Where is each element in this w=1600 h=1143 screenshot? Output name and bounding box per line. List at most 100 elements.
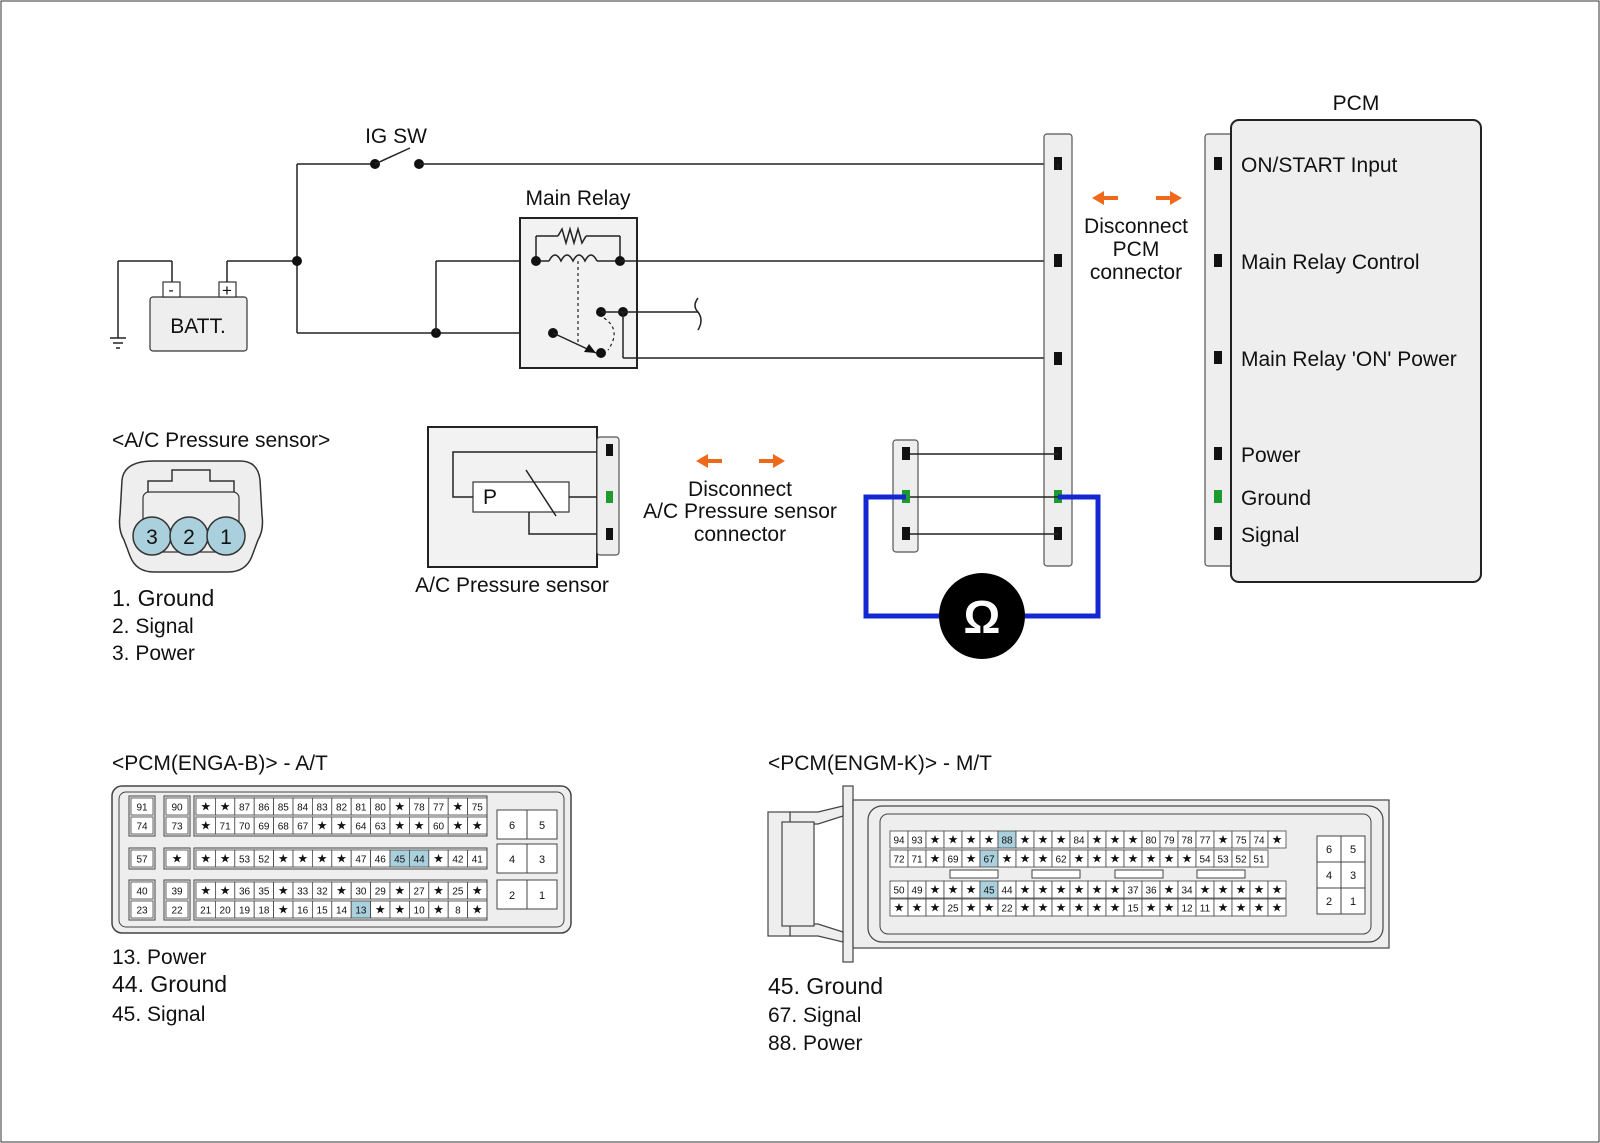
pcm-module [1230,119,1482,583]
pin-number: ★ [1128,852,1139,866]
ac-pin-number: 1 [220,526,232,549]
pin-number: ★ [1272,901,1283,915]
pin-number: ★ [472,903,483,917]
pin-number: 53 [1217,855,1229,866]
pin-cell [130,797,154,816]
pin-cell [130,849,154,868]
pin-number: ★ [336,819,347,833]
pin-number: 41 [472,855,484,866]
pcm-terminal [1214,254,1222,267]
pin-cell [1249,849,1269,868]
pin-number: ★ [1128,833,1139,847]
pcm-pin-label-5: Signal [1241,524,1299,547]
pin-number: ★ [453,800,464,814]
pin-number: 72 [893,855,905,866]
pin-number: 71 [220,822,232,833]
pin-block [128,847,156,870]
pin-number: ★ [894,901,905,915]
pin-number: ★ [1038,901,1049,915]
pcm-ab-legend-item: 45. Signal [112,1003,205,1026]
pin-number: ★ [1110,883,1121,897]
pin-number: ★ [1272,883,1283,897]
pin-number: ★ [433,852,444,866]
pin-number: 67 [297,822,309,833]
pin-number: 18 [258,906,270,917]
pin-number: ★ [1092,883,1103,897]
pin-number: 36 [239,887,251,898]
pin-number: ★ [394,800,405,814]
pin-number: 22 [1001,904,1013,915]
pin-number: 69 [947,855,959,866]
battery-minus-sign: - [168,282,173,299]
pin-number: 83 [317,803,329,814]
wire-break-symbol [694,297,702,331]
pin-number: ★ [220,884,231,898]
pin-number: ★ [984,833,995,847]
pin-cell [130,900,154,919]
pin-number: ★ [1254,883,1265,897]
pin-number: ★ [1110,833,1121,847]
pin-number: 94 [893,836,905,847]
ac-pin-number: 3 [146,526,158,549]
pin-number: 68 [278,822,290,833]
ac-pin-number: 2 [183,526,195,549]
latch-slot [1031,869,1081,879]
pin-number: 44 [414,855,426,866]
side-pin-cell [1316,861,1342,889]
power-circuit: - + BATT. IG SW Main Relay [110,125,1055,369]
pcm-pin-label-1: Main Relay Control [1241,251,1420,274]
pin-number: ★ [930,901,941,915]
ohmmeter [939,573,1025,659]
side-pin-cell [1316,887,1342,915]
pin-number: 27 [414,887,426,898]
pcm-mk-legend-item: 88. Power [768,1032,863,1055]
pin-number: 23 [136,906,148,917]
pin-number: ★ [172,852,183,866]
pin-number: ★ [414,819,425,833]
pin-number: 52 [258,855,270,866]
pin-number: 82 [336,803,348,814]
sensor-p-label: P [483,486,497,509]
pin-number: 20 [220,906,232,917]
pin-number: 10 [414,906,426,917]
pin-number: ★ [278,903,289,917]
pin-number: ★ [1236,901,1247,915]
side-pin-cell [1340,887,1366,915]
pin-number: ★ [1164,852,1175,866]
pin-number: 40 [136,887,148,898]
pin-number: 33 [297,887,309,898]
pin-number: ★ [1146,852,1157,866]
pin-number: ★ [1074,852,1085,866]
pin-number: 88 [1001,836,1013,847]
pin-number: 30 [355,887,367,898]
pin-number: ★ [394,884,405,898]
side-pin-number: 2 [509,890,515,902]
pin-number: ★ [966,883,977,897]
pin-number: 22 [171,906,183,917]
pin-number: 51 [1253,855,1265,866]
pin-number: 73 [171,822,183,833]
pin-number: ★ [1218,901,1229,915]
pcm-mk-legend-item: 67. Signal [768,1004,861,1027]
pin-number: 49 [911,886,923,897]
sensor-variable-arrow [525,469,557,517]
pin-cell [1267,830,1287,849]
pin-number: 52 [1235,855,1247,866]
pin-number: 78 [414,803,426,814]
pin-number: ★ [1092,833,1103,847]
pin-cell [165,816,189,835]
disconnect-ac-line2: A/C Pressure sensor [643,500,837,523]
pin-number: ★ [1056,833,1067,847]
pin-number: ★ [278,852,289,866]
pcm-terminal [1214,351,1222,364]
pin-number: 19 [239,906,251,917]
pin-number: 60 [433,822,445,833]
latch-slot [1196,869,1246,879]
side-pin-number: 1 [539,890,545,902]
pin-number: ★ [930,852,941,866]
pin-number: ★ [1038,883,1049,897]
pin-number: ★ [336,884,347,898]
